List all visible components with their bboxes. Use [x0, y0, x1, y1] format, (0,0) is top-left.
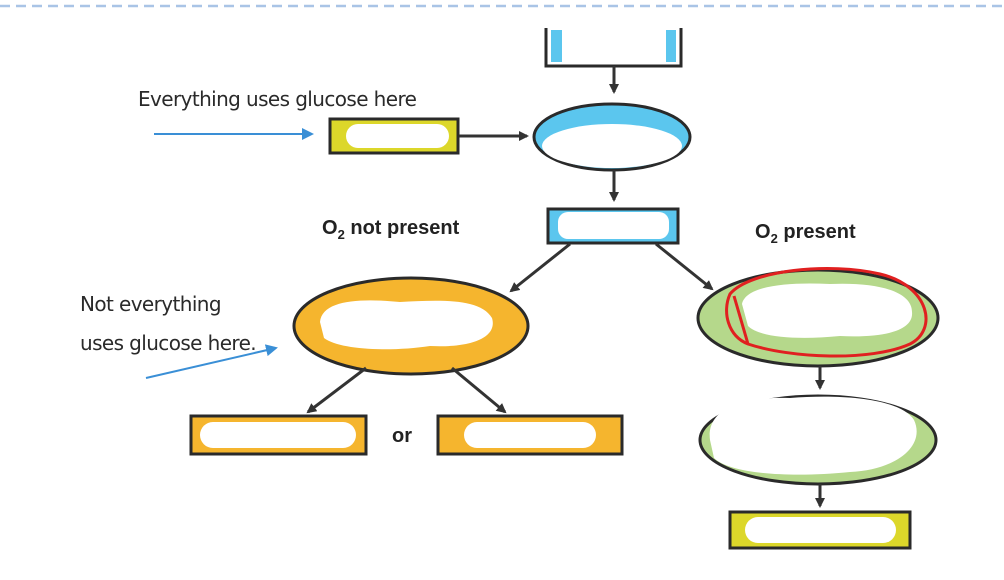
lower-ellipse-green: [698, 394, 938, 486]
anaerobic-ellipse-orange: [292, 276, 530, 376]
annotation-top-note: Everything uses glucose here: [138, 87, 417, 111]
arrow-box-to-aerobic: [655, 242, 714, 291]
aerobic-ellipse-green: [696, 266, 940, 368]
annotation-lower-arrow: [145, 344, 278, 379]
arrow-anaerobic-to-left-box: [306, 366, 367, 414]
arrow-anaerobic-to-right-box: [451, 366, 507, 414]
label-o2-present: O2 present: [755, 221, 856, 246]
connector-or: or: [392, 425, 412, 447]
product-box-left: [189, 414, 368, 456]
product-box-right: [436, 414, 624, 456]
process-ellipse-blue: [532, 102, 692, 172]
red-highlight-circle: [725, 266, 928, 358]
arrow-box-to-anaerobic: [509, 242, 571, 293]
top-box-blue: [544, 28, 683, 68]
middle-box-blue: [546, 207, 680, 245]
annotation-lower-note-line1: Not everything: [80, 292, 221, 316]
input-box-yellow: [328, 117, 460, 155]
annotation-lower-note-line2: uses glucose here.: [80, 331, 256, 355]
label-o2-not-present: O2 not present: [322, 217, 460, 242]
final-box-yellow: [728, 510, 912, 550]
